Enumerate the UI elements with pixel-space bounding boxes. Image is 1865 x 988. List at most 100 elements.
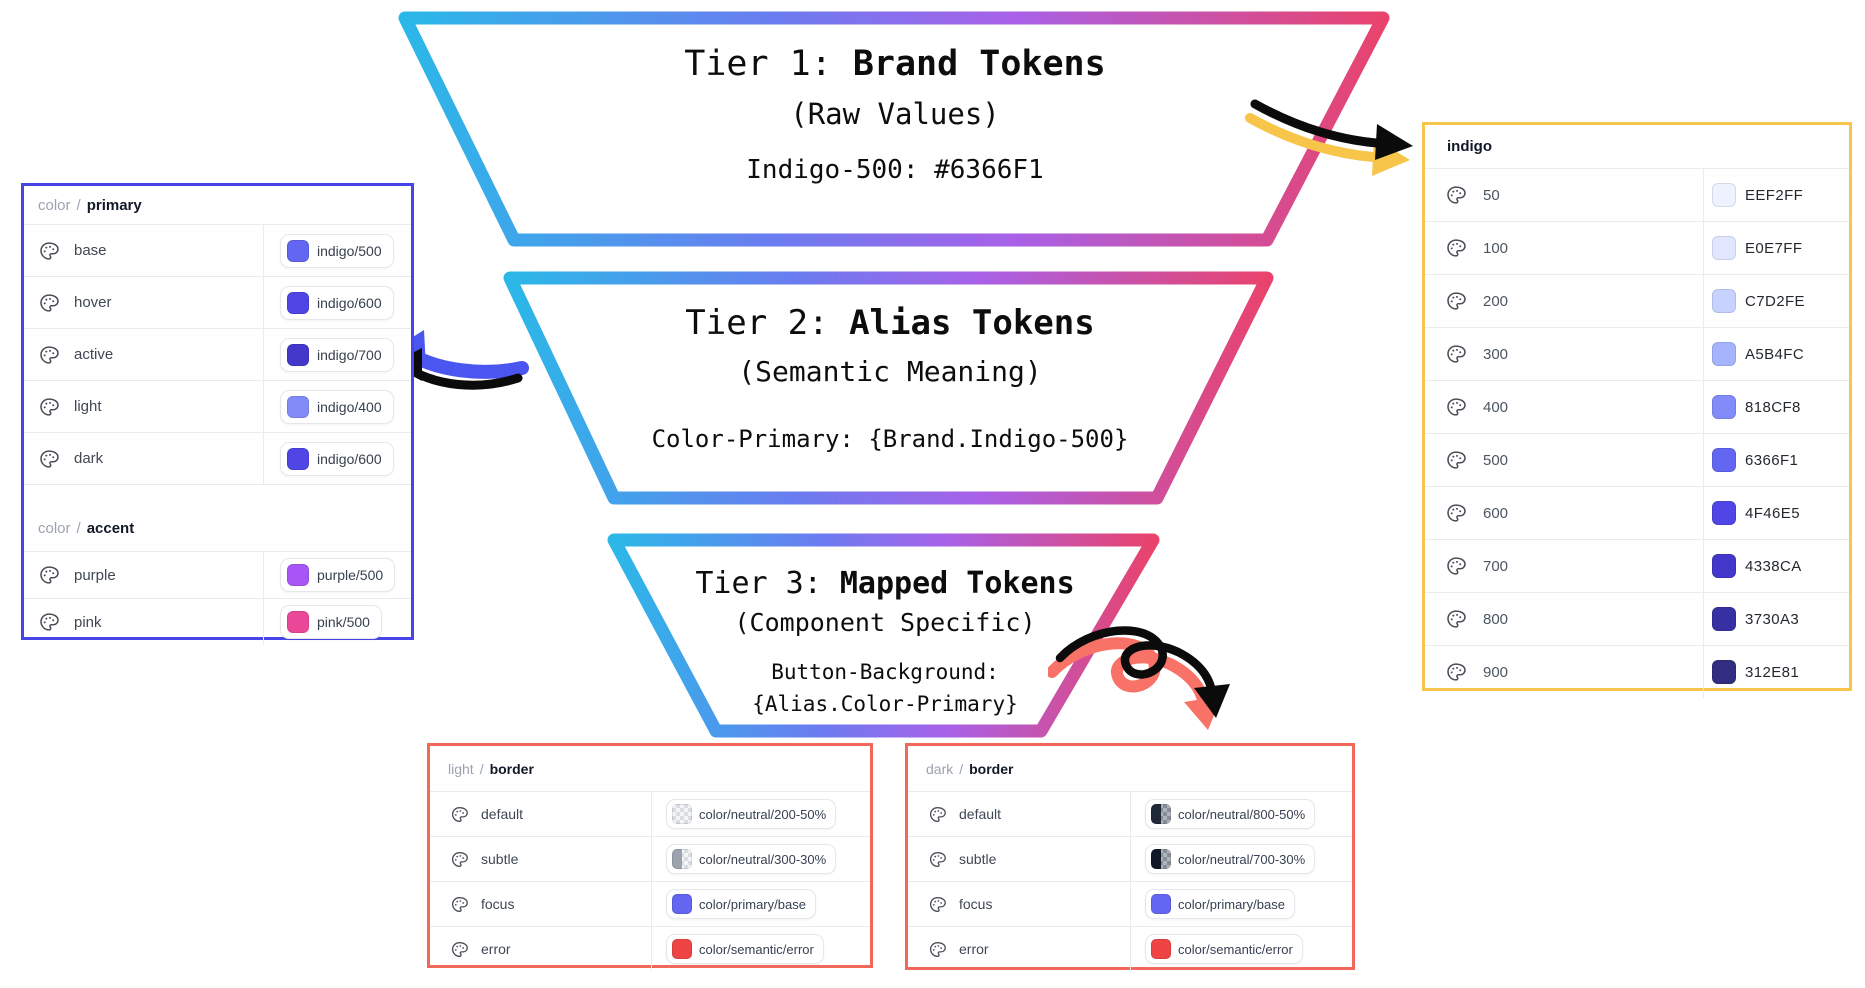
palette-icon bbox=[38, 240, 60, 262]
hex-value: 4F46E5 bbox=[1745, 504, 1800, 522]
palette-icon bbox=[1445, 396, 1467, 418]
palette-icon bbox=[1445, 449, 1467, 471]
palette-icon bbox=[1445, 502, 1467, 524]
token-value: color/semantic/error bbox=[699, 941, 814, 957]
hex-value: E0E7FF bbox=[1745, 239, 1803, 257]
color-swatch bbox=[1712, 289, 1736, 313]
hex-value: 4338CA bbox=[1745, 557, 1802, 575]
tier3-text: Tier 3: Mapped Tokens (Component Specifi… bbox=[610, 566, 1160, 716]
token-value: indigo/600 bbox=[317, 294, 382, 311]
tier1-funnel-shape bbox=[398, 11, 1390, 247]
token-chip: color/neutral/300-30% bbox=[666, 844, 837, 874]
color-swatch bbox=[287, 291, 309, 314]
token-row-active: active indigo/700 bbox=[24, 328, 411, 380]
palette-icon bbox=[450, 895, 469, 914]
section-gap bbox=[24, 484, 411, 505]
token-row-pink: pink pink/500 bbox=[24, 598, 411, 645]
tier1-text: Tier 1: Brand Tokens (Raw Values) Indigo… bbox=[480, 44, 1310, 185]
color-swatch bbox=[672, 939, 692, 959]
scale-step: 500 bbox=[1483, 451, 1509, 469]
token-label: error bbox=[481, 941, 511, 957]
tier3-subtitle: (Component Specific) bbox=[734, 608, 1036, 637]
scale-row-50: 50 EEF2FF bbox=[1425, 168, 1849, 221]
color-swatch bbox=[287, 611, 309, 633]
palette-icon bbox=[1445, 290, 1467, 312]
token-value: color/primary/base bbox=[1178, 896, 1285, 912]
palette-icon bbox=[38, 448, 60, 470]
palette-icon bbox=[38, 292, 60, 314]
tier3-title: Tier 3: Mapped Tokens bbox=[695, 566, 1075, 601]
color-swatch bbox=[1712, 448, 1736, 472]
group-header-color-accent: color / accent bbox=[24, 505, 411, 551]
indigo-panel-header: indigo bbox=[1425, 125, 1849, 168]
token-value: color/neutral/300-30% bbox=[699, 851, 827, 867]
token-row-default: default color/neutral/800-50% bbox=[908, 791, 1352, 836]
color-swatch bbox=[1151, 804, 1171, 824]
color-swatch bbox=[1712, 501, 1736, 525]
separator: / bbox=[76, 196, 81, 214]
color-swatch bbox=[672, 849, 692, 869]
color-swatch bbox=[1151, 894, 1171, 914]
scale-step: 100 bbox=[1483, 239, 1509, 257]
tier2-text: Tier 2: Alias Tokens (Semantic Meaning) … bbox=[560, 303, 1220, 453]
panel-title: indigo bbox=[1447, 138, 1492, 155]
scale-row-100: 100 E0E7FF bbox=[1425, 221, 1849, 274]
token-value: color/neutral/200-50% bbox=[699, 806, 827, 822]
scale-step: 900 bbox=[1483, 663, 1509, 681]
hex-value: 3730A3 bbox=[1745, 610, 1800, 628]
color-swatch bbox=[287, 395, 309, 418]
group-label: dark bbox=[926, 760, 954, 777]
token-value: color/neutral/700-30% bbox=[1178, 851, 1306, 867]
tier2-example: Color-Primary: {Brand.Indigo-500} bbox=[651, 425, 1129, 453]
hex-value: A5B4FC bbox=[1745, 345, 1805, 363]
token-label: hover bbox=[74, 294, 112, 311]
token-chip: color/semantic/error bbox=[666, 934, 824, 964]
scale-step: 700 bbox=[1483, 557, 1509, 575]
token-row-dark: dark indigo/600 bbox=[24, 432, 411, 484]
tier3-example-line1: Button-Background: bbox=[771, 660, 999, 684]
group-name: border bbox=[969, 760, 1014, 777]
token-value: color/semantic/error bbox=[1178, 941, 1293, 957]
hex-value: EEF2FF bbox=[1745, 186, 1804, 204]
scale-step: 800 bbox=[1483, 610, 1509, 628]
palette-icon bbox=[928, 940, 947, 959]
palette-icon bbox=[928, 895, 947, 914]
hex-value: 312E81 bbox=[1745, 663, 1800, 681]
tier3-funnel-shape bbox=[607, 533, 1160, 738]
token-label: base bbox=[74, 242, 107, 259]
token-chip: pink/500 bbox=[280, 605, 382, 639]
token-row-error: error color/semantic/error bbox=[908, 926, 1352, 971]
token-value: indigo/400 bbox=[317, 398, 382, 415]
palette-icon bbox=[1445, 343, 1467, 365]
hex-value: 6366F1 bbox=[1745, 451, 1799, 469]
token-label: dark bbox=[74, 450, 104, 467]
scale-step: 200 bbox=[1483, 292, 1509, 310]
palette-icon bbox=[1445, 184, 1467, 206]
color-swatch bbox=[1712, 342, 1736, 366]
color-swatch bbox=[287, 564, 309, 586]
palette-icon bbox=[928, 805, 947, 824]
token-chip: indigo/500 bbox=[280, 233, 394, 268]
indigo-scale-panel: indigo 50 EEF2FF 100 E0E7FF 200 C7D2FE 3… bbox=[1422, 122, 1852, 698]
group-label: color bbox=[38, 519, 71, 537]
token-chip: color/primary/base bbox=[1145, 889, 1295, 919]
color-swatch bbox=[1712, 395, 1736, 419]
palette-icon bbox=[38, 611, 60, 633]
color-swatch bbox=[1712, 660, 1736, 684]
scale-step: 400 bbox=[1483, 398, 1509, 416]
group-name: primary bbox=[86, 196, 142, 214]
color-swatch bbox=[1712, 183, 1736, 207]
tier1-subtitle: (Raw Values) bbox=[790, 97, 1000, 131]
token-label: pink bbox=[74, 613, 102, 631]
light-border-panel: light / border default color/neutral/200… bbox=[427, 743, 873, 971]
token-value: pink/500 bbox=[317, 614, 370, 630]
group-header-dark-border: dark / border bbox=[908, 746, 1352, 791]
token-chip: color/neutral/700-30% bbox=[1145, 844, 1316, 874]
token-row-purple: purple purple/500 bbox=[24, 551, 411, 598]
token-row-base: base indigo/500 bbox=[24, 224, 411, 276]
token-label: error bbox=[959, 941, 989, 957]
color-swatch bbox=[287, 239, 309, 262]
scale-row-600: 600 4F46E5 bbox=[1425, 486, 1849, 539]
separator: / bbox=[76, 519, 81, 537]
scale-row-200: 200 C7D2FE bbox=[1425, 274, 1849, 327]
